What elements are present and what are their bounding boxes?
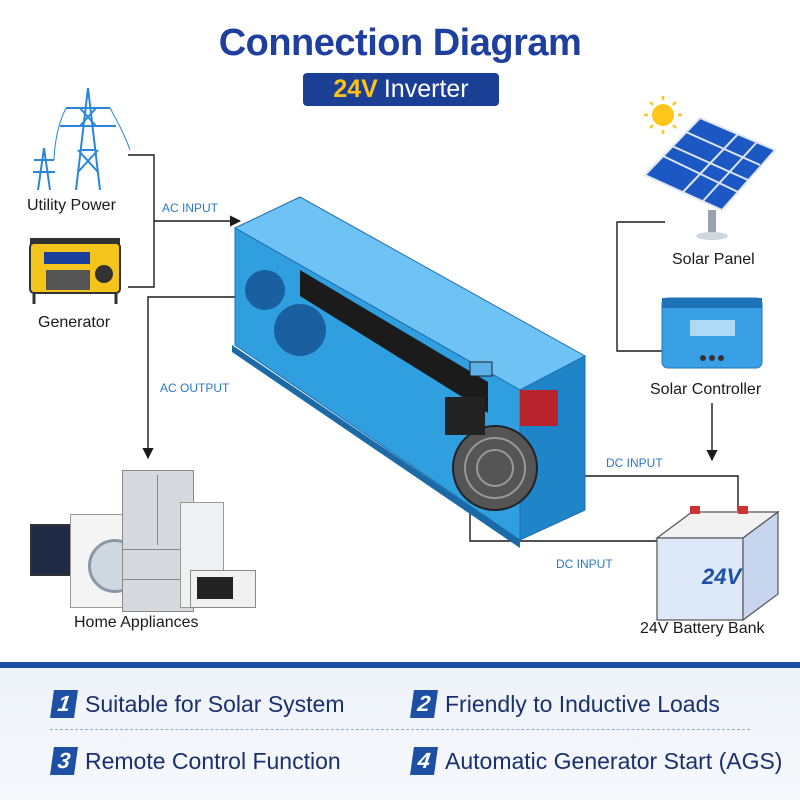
features-panel: 1 Suitable for Solar System 2 Friendly t… xyxy=(0,662,800,800)
solar-controller-label: Solar Controller xyxy=(650,381,762,398)
feature-number-3: 3 xyxy=(50,747,78,775)
generator-label: Generator xyxy=(38,314,111,331)
microwave-icon xyxy=(190,570,256,608)
dc-input-battery-label: DC INPUT xyxy=(556,557,613,571)
feature-item-1: 1 Suitable for Solar System xyxy=(50,686,345,722)
feature-item-4: 4 Automatic Generator Start (AGS) xyxy=(410,743,783,779)
feature-number-2: 2 xyxy=(410,690,438,718)
features-divider xyxy=(50,729,750,730)
feature-text-3: Remote Control Function xyxy=(85,747,341,774)
feature-text-2: Friendly to Inductive Loads xyxy=(445,690,720,717)
solar-panel-label: Solar Panel xyxy=(672,251,755,268)
ac-output-line xyxy=(142,296,246,460)
ac-output-label: AC OUTPUT xyxy=(160,381,230,395)
features-top-bar xyxy=(0,662,800,668)
home-appliances-icon xyxy=(30,470,260,612)
feature-text-4: Automatic Generator Start (AGS) xyxy=(445,747,783,774)
generator-icon xyxy=(29,238,121,304)
solar-panel-icon xyxy=(643,116,777,240)
feature-item-3: 3 Remote Control Function xyxy=(50,743,341,779)
solar-controller-icon xyxy=(661,297,763,369)
dc-input-upper-line xyxy=(549,475,739,511)
battery-voltage-label: 24V xyxy=(701,564,743,589)
subtitle-text: Inverter xyxy=(383,75,469,103)
ac-input-line xyxy=(128,154,155,288)
transmission-tower-icon xyxy=(33,87,131,191)
sun-icon xyxy=(644,96,682,134)
inverter-unit xyxy=(232,196,587,548)
feature-item-2: 2 Friendly to Inductive Loads xyxy=(410,686,720,722)
dc-input-controller-label: DC INPUT xyxy=(606,456,663,470)
ac-input-label: AC INPUT xyxy=(162,201,219,215)
diagram-canvas: 24V xyxy=(29,87,780,622)
solar-panel-line xyxy=(616,221,665,352)
feature-number-4: 4 xyxy=(410,747,438,775)
subtitle-accent: 24V xyxy=(333,75,378,103)
battery-bank-label: 24V Battery Bank xyxy=(640,620,765,637)
feature-text-1: Suitable for Solar System xyxy=(85,690,345,717)
feature-number-1: 1 xyxy=(50,690,78,718)
home-appliances-label: Home Appliances xyxy=(74,614,199,631)
utility-power-label: Utility Power xyxy=(27,197,116,214)
tv-icon xyxy=(30,524,74,576)
page-title: Connection Diagram xyxy=(218,22,582,64)
battery-icon: 24V xyxy=(655,506,780,622)
